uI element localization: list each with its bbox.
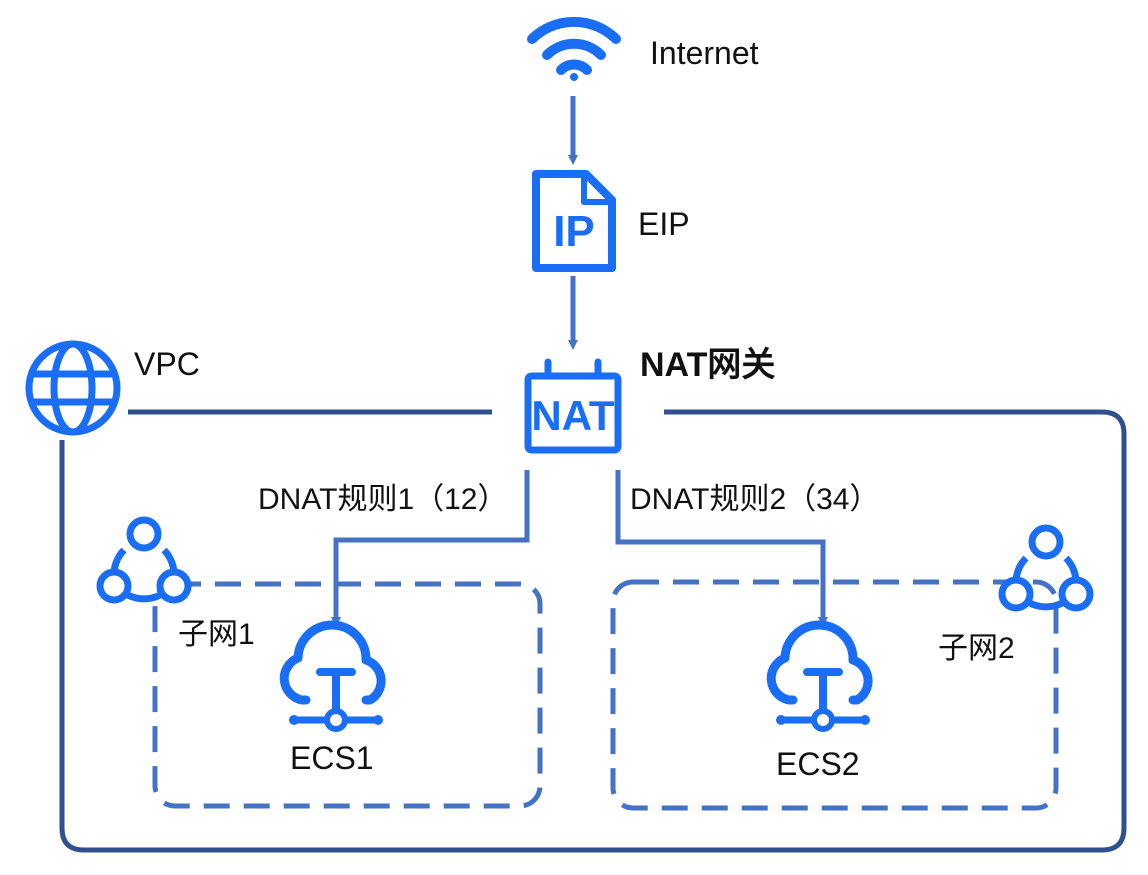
cloud-server-icon — [279, 620, 386, 732]
rule2-arrow — [615, 470, 828, 627]
cloud-server-icon — [766, 620, 873, 732]
ecs1-label: ECS1 — [290, 740, 374, 776]
rule1-label: DNAT规则1（12） — [258, 483, 508, 516]
eip-label: EIP — [638, 206, 690, 242]
vpc-label: VPC — [134, 346, 200, 382]
ecs2-label: ECS2 — [776, 746, 860, 782]
wifi-icon — [527, 16, 621, 81]
vpc-boundary — [59, 409, 1127, 853]
rule1-arrow — [331, 470, 530, 627]
subnet1-label: 子网1 — [178, 618, 255, 651]
globe-icon — [25, 340, 121, 436]
nat-gateway-icon: NAT — [524, 358, 622, 454]
subnet1-boundary — [152, 581, 543, 809]
nat-icon-text: NAT — [531, 392, 615, 439]
subnet2-boundary — [610, 579, 1059, 811]
internet-label: Internet — [650, 35, 759, 71]
network-topology-icon — [998, 524, 1094, 612]
network-topology-icon — [96, 516, 192, 604]
ip-document-icon: IP — [532, 170, 616, 272]
rule2-label: DNAT规则2（34） — [630, 483, 880, 516]
ip-icon-text: IP — [553, 207, 595, 256]
nat-label: NAT网关 — [640, 346, 776, 384]
subnet2-label: 子网2 — [938, 632, 1015, 665]
